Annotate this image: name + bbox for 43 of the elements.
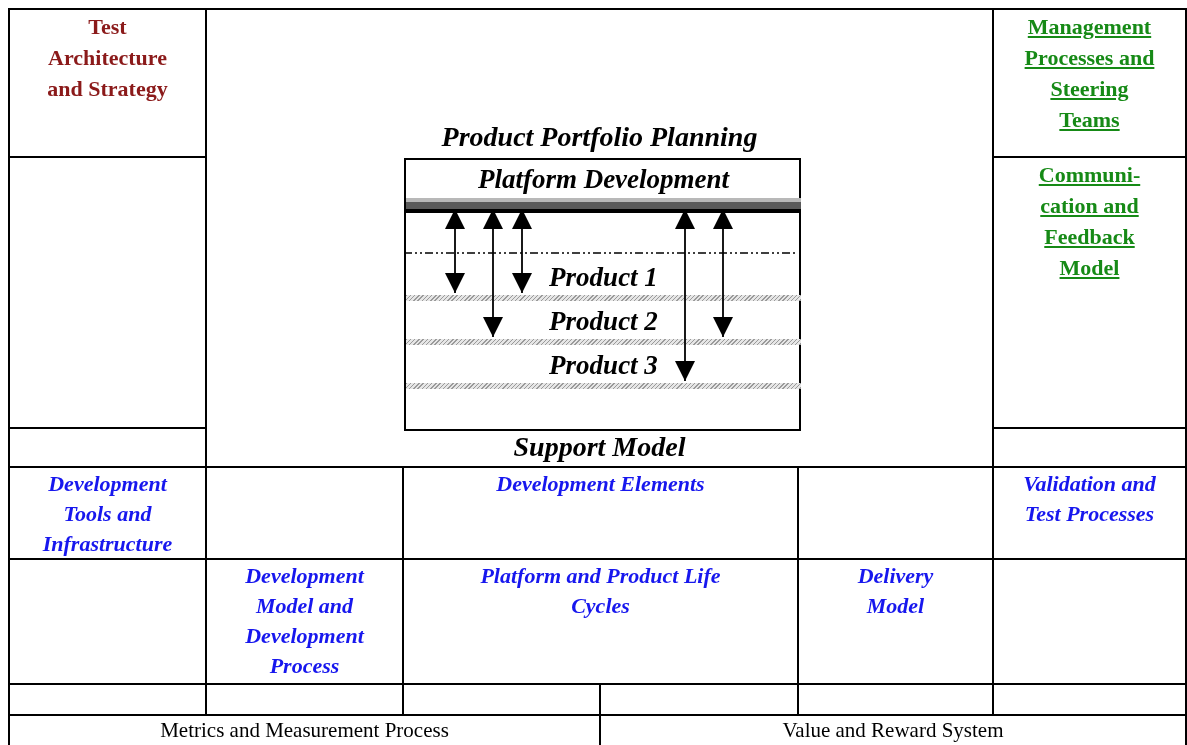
band-label: Platform Development — [476, 163, 731, 196]
cell-label: Platform and Product Life Cycles — [479, 562, 722, 620]
cell — [8, 558, 205, 683]
platform-box — [404, 158, 801, 431]
cell-label: Development Model and Development Process — [244, 562, 366, 680]
cell — [797, 466, 992, 558]
cell — [8, 427, 205, 466]
cell — [992, 683, 1187, 714]
section-title: Support Model — [512, 430, 687, 464]
cell — [402, 466, 797, 558]
band-label: Product 2 — [548, 305, 659, 337]
cell-label: Development Tools and Infrastructure — [41, 470, 174, 558]
cell-label: Communi-cation and Feedback Model — [1037, 161, 1142, 282]
section-title: Product Portfolio Planning — [440, 120, 759, 154]
cell — [797, 558, 992, 683]
band-label: Product 1 — [548, 261, 659, 293]
cell — [205, 683, 402, 714]
cell — [205, 8, 992, 466]
cell-label: Test Architecture and Strategy — [46, 13, 169, 103]
cell — [797, 683, 992, 714]
cell — [402, 683, 599, 714]
cell — [8, 683, 205, 714]
cell — [992, 156, 1187, 427]
cell-label: Delivery Model — [856, 562, 935, 620]
cell — [205, 466, 402, 558]
cell — [992, 427, 1187, 466]
cell — [205, 558, 402, 683]
cell — [992, 8, 1187, 156]
cell-label: Value and Reward System — [781, 717, 1005, 744]
cell — [8, 466, 205, 558]
cell-label: Development Elements — [495, 470, 706, 498]
cell — [402, 558, 797, 683]
cell-label: Metrics and Measurement Process — [159, 717, 450, 744]
cell — [8, 156, 205, 427]
cell-label: Validation and Test Processes — [1022, 470, 1157, 528]
cell — [992, 558, 1187, 683]
band-label: Product 3 — [548, 349, 659, 381]
cell — [8, 8, 205, 156]
cell — [8, 714, 599, 745]
cell — [992, 466, 1187, 558]
cell-label: Management Processes and Steering Teams — [1023, 13, 1156, 134]
cell — [599, 714, 1187, 745]
cell — [599, 683, 797, 714]
